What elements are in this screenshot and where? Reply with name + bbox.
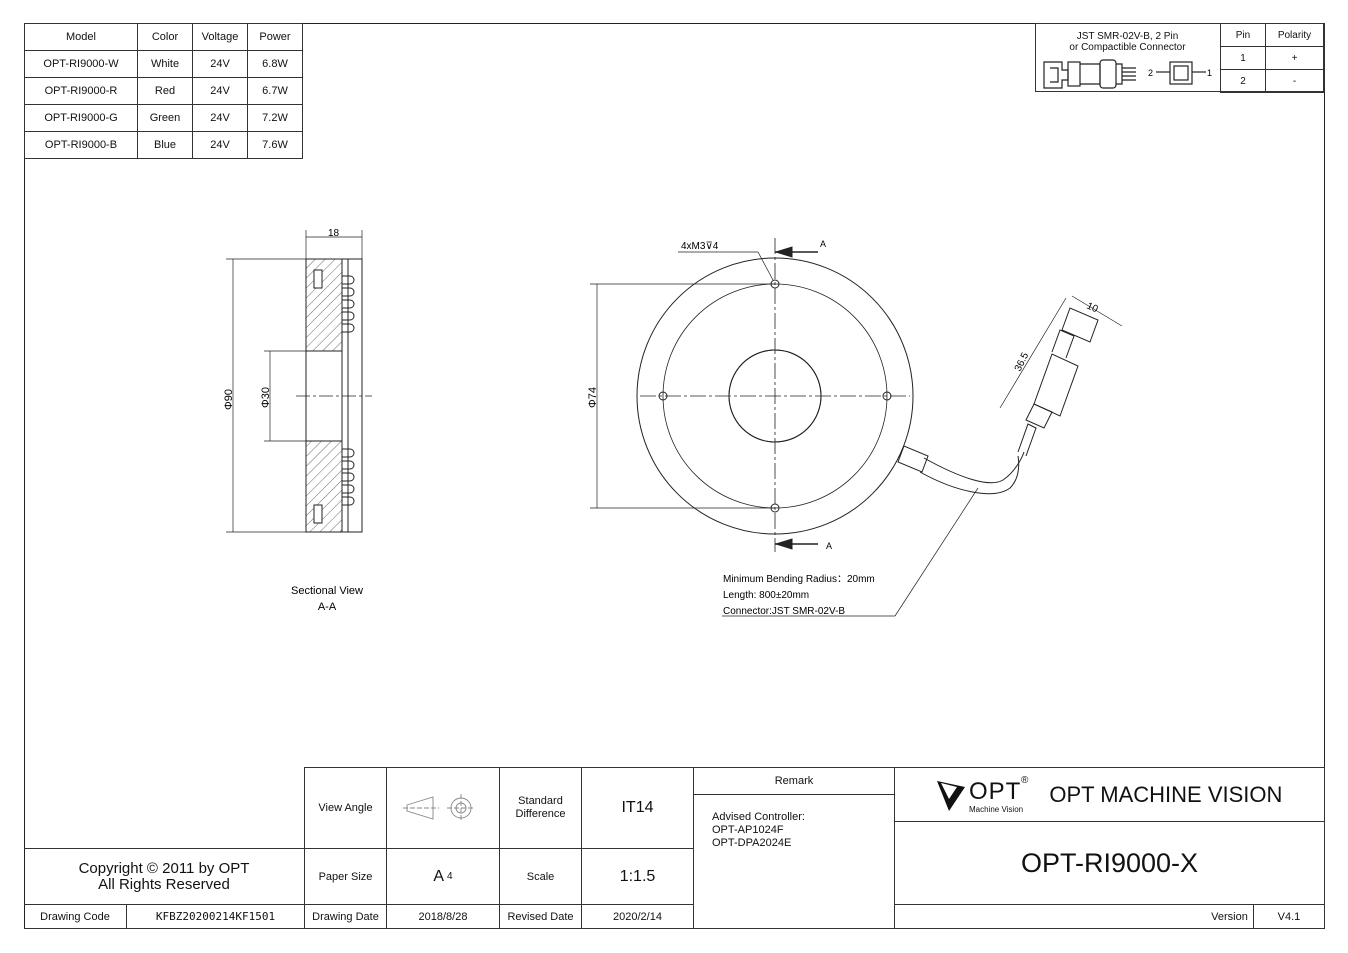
dim-pcd-label: Φ74	[587, 387, 599, 408]
cell-color: White	[137, 50, 193, 78]
connector-title: JST SMR-02V-B, 2 Pin or Compactible Conn…	[1036, 31, 1219, 53]
standard-diff-value: IT14	[581, 767, 694, 849]
opt-logo: OPT ® Machine Vision	[969, 775, 1028, 814]
dim-cable-36: 36.5	[1013, 351, 1032, 374]
part-number: OPT-RI9000-X	[894, 821, 1325, 905]
logo-reg: ®	[1021, 774, 1029, 786]
company-name: OPT MACHINE VISION	[1049, 781, 1283, 807]
paper-size-sub: 4	[447, 871, 453, 882]
front-view	[590, 238, 1123, 617]
drawing-code-value: KFBZ20200214KF1501	[126, 904, 305, 929]
copyright-line2: All Rights Reserved	[98, 875, 230, 893]
led-row-top	[342, 275, 355, 333]
cell-voltage: 24V	[192, 77, 248, 105]
cell-model: OPT-RI9000-R	[24, 77, 138, 105]
remark-body: Advised Controller: OPT-AP1024F OPT-DPA2…	[693, 794, 895, 929]
revised-date-value: 2020/2/14	[581, 904, 694, 929]
note-length: Length: 800±20mm	[723, 590, 809, 601]
cell-model: OPT-RI9000-G	[24, 104, 138, 132]
pin-number: 1	[1220, 46, 1266, 70]
opt-logo-icon	[937, 780, 965, 811]
remark-label: Remark	[693, 767, 895, 795]
table-row: 2 -	[1220, 69, 1324, 93]
title-block: View Angle Standard Difference IT14 Rema…	[304, 767, 1325, 929]
pin-table: Pin Polarity 1 + 2 -	[1220, 23, 1324, 93]
section-mark-top: A	[820, 239, 826, 249]
version-value: V4.1	[1253, 904, 1325, 929]
technical-drawing: 18 Φ90 Φ30 Sectional View A-A	[223, 228, 1123, 617]
remark-line1: Advised Controller:	[712, 811, 805, 823]
drawing-date-label: Drawing Date	[304, 904, 387, 929]
note-connector: Connector:JST SMR-02V-B	[723, 606, 845, 617]
spec-header-color: Color	[137, 23, 193, 51]
remark-line2: OPT-AP1024F	[712, 824, 784, 836]
version-spacer	[894, 904, 1207, 929]
drawing-date-value: 2018/8/28	[386, 904, 500, 929]
scale-value: 1:1.5	[581, 848, 694, 905]
connector-diagram: 2 1	[1043, 59, 1212, 89]
section-mark-bottom: A	[826, 541, 832, 551]
cell-voltage: 24V	[192, 104, 248, 132]
paper-size-letter: A	[433, 867, 445, 885]
hole-callout: 4xM3⊽4	[681, 241, 719, 252]
spec-table: Model Color Voltage Power OPT-RI9000-W W…	[24, 23, 303, 159]
cell-voltage: 24V	[192, 131, 248, 159]
pin2-label: 2	[1148, 68, 1153, 78]
pin-number: 2	[1220, 69, 1266, 93]
dim-cable-10: 10	[1085, 301, 1100, 316]
connector-title-line1: JST SMR-02V-B, 2 Pin	[1076, 31, 1179, 42]
section-caption-line2: A-A	[318, 601, 337, 613]
standard-diff-label: Standard Difference	[499, 767, 582, 849]
spec-header-row: Model Color Voltage Power	[24, 23, 303, 51]
remark-line3: OPT-DPA2024E	[712, 837, 792, 849]
table-row: OPT-RI9000-G Green 24V 7.2W	[24, 104, 303, 132]
note-bending-radius: Minimum Bending Radius：20mm	[723, 574, 875, 585]
projection-symbol-icon	[403, 794, 475, 822]
copyright-block: Copyright © 2011 by OPT All Rights Reser…	[24, 848, 305, 905]
version-label: Version	[1206, 904, 1254, 929]
table-row: OPT-RI9000-B Blue 24V 7.6W	[24, 131, 303, 159]
company-block: OPT ® Machine Vision OPT MACHINE VISION	[894, 767, 1325, 822]
dim-inner-label: Φ30	[260, 387, 272, 408]
connector-box: JST SMR-02V-B, 2 Pin or Compactible Conn…	[1035, 23, 1325, 93]
cell-power: 6.8W	[247, 50, 303, 78]
table-row: OPT-RI9000-R Red 24V 6.7W	[24, 77, 303, 105]
scale-label: Scale	[499, 848, 582, 905]
logo-sub: Machine Vision	[969, 804, 1024, 814]
dim-outer-label: Φ90	[223, 389, 235, 410]
section-caption-line1: Sectional View	[291, 585, 363, 597]
projection-symbol	[386, 767, 500, 849]
cable	[897, 295, 1123, 495]
pin1-label: 1	[1207, 68, 1212, 78]
table-row: OPT-RI9000-W White 24V 6.8W	[24, 50, 303, 78]
logo-text: OPT	[969, 777, 1022, 805]
cell-color: Green	[137, 104, 193, 132]
drawing-code-label: Drawing Code	[24, 904, 127, 929]
section-view	[226, 230, 372, 533]
cell-power: 7.6W	[247, 131, 303, 159]
led-row-bottom	[342, 448, 355, 506]
table-row: 1 +	[1220, 46, 1324, 70]
paper-size-label: Paper Size	[304, 848, 387, 905]
revised-date-label: Revised Date	[499, 904, 582, 929]
view-angle-label: View Angle	[304, 767, 387, 849]
dim-width-label: 18	[328, 228, 340, 239]
cell-color: Blue	[137, 131, 193, 159]
pin-polarity: -	[1265, 69, 1324, 93]
cell-model: OPT-RI9000-B	[24, 131, 138, 159]
connector-title-line2: or Compactible Connector	[1069, 42, 1186, 53]
copyright-line1: Copyright © 2011 by OPT	[78, 859, 250, 877]
